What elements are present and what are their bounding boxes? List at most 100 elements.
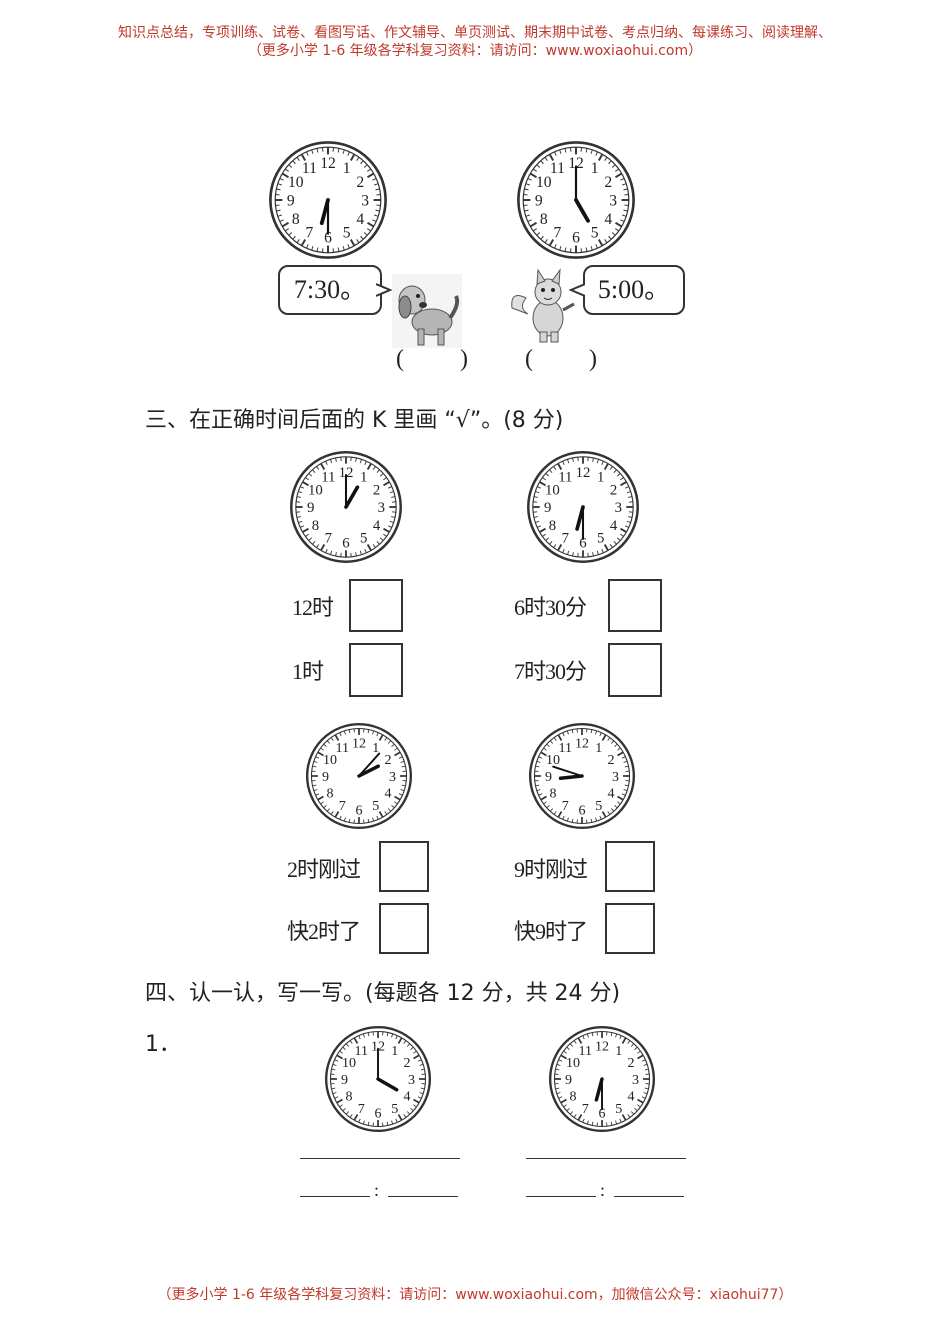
clock-tick	[533, 516, 538, 518]
clock-tick	[413, 1104, 417, 1108]
item-number-1: 1．	[145, 1032, 181, 1057]
clock-tick	[615, 1120, 618, 1125]
clock-number: 4	[610, 518, 618, 534]
clock-tick	[320, 544, 326, 551]
clock-number: 1	[597, 470, 604, 486]
clock-tick	[336, 1098, 343, 1104]
clock-tick	[619, 1035, 622, 1040]
clock-number: 10	[308, 482, 323, 498]
answer-line-right[interactable]	[526, 1158, 686, 1159]
clock-number: 10	[546, 752, 560, 768]
clock-number: 12	[320, 155, 336, 172]
clock-number: 10	[545, 482, 560, 498]
clock-tick	[362, 1120, 365, 1125]
clock-number: 9	[307, 500, 314, 516]
clock-number: 3	[408, 1072, 415, 1088]
clock-tick	[566, 1107, 570, 1112]
clock-tick	[343, 730, 346, 735]
answer-hour-right[interactable]	[526, 1196, 596, 1197]
clock-tick	[355, 552, 357, 557]
clock-tick	[569, 1111, 574, 1115]
clock-tick	[590, 818, 593, 823]
clock-tick	[577, 1114, 583, 1121]
clock-tick	[607, 811, 611, 815]
q4-option-b-checkbox[interactable]	[605, 903, 655, 954]
clock-tick	[288, 232, 293, 236]
clock-tick	[345, 1111, 350, 1115]
clock-tick	[601, 548, 604, 554]
clock-tick	[398, 756, 403, 759]
clock-tick	[315, 793, 320, 796]
answer-line-left[interactable]	[300, 1158, 460, 1159]
clock-tick	[367, 221, 375, 228]
clock-tick	[608, 160, 612, 165]
q2-option-a-checkbox[interactable]	[608, 579, 662, 632]
q3-option-a-checkbox[interactable]	[379, 841, 429, 892]
clock-tick	[609, 544, 613, 548]
clock-tick	[613, 469, 617, 473]
clock-tick	[334, 1059, 339, 1062]
clock-tick	[339, 1104, 343, 1108]
clock-number: 6	[374, 1105, 381, 1121]
clock-tick	[595, 151, 598, 156]
clock-tick	[566, 817, 569, 822]
answer-minute-left[interactable]	[388, 1196, 458, 1197]
clock-tick	[536, 789, 541, 792]
clock-tick	[348, 818, 351, 823]
clock-tick	[330, 459, 333, 464]
clock-tick	[620, 527, 627, 533]
clock-tick	[601, 734, 607, 741]
clock-tick	[601, 460, 604, 466]
answer-hour-left[interactable]	[300, 1196, 370, 1197]
clock-tick	[337, 148, 340, 153]
clock-tick	[634, 1107, 638, 1112]
clock-tick	[317, 795, 324, 801]
clock-number: 2	[610, 482, 617, 498]
clock-number: 12	[576, 465, 591, 481]
clock-number: 10	[566, 1055, 580, 1071]
clock-tick	[395, 1035, 398, 1040]
clock-tick	[615, 172, 623, 179]
clock-tick	[560, 1054, 567, 1060]
clock-tick	[604, 157, 608, 161]
clock-number: 7	[554, 225, 562, 242]
speech-bubble-cat: 5:00。	[583, 265, 685, 315]
clock-tick	[533, 496, 538, 498]
clock-tick	[299, 525, 305, 528]
clock-tick	[572, 552, 574, 557]
clock-tick	[410, 1107, 414, 1112]
clock-tick	[353, 1114, 359, 1121]
clock-tick	[311, 246, 314, 251]
clock-tick	[628, 496, 633, 498]
clock-number: 8	[549, 786, 556, 802]
clock-number: 5	[343, 225, 351, 242]
answer-minute-right[interactable]	[614, 1196, 684, 1197]
q1-option-a-checkbox[interactable]	[349, 579, 403, 632]
hour-hand	[357, 764, 380, 778]
clock-tick	[615, 168, 619, 172]
clock-number: 1	[615, 1043, 622, 1059]
clock-number: 6	[578, 802, 585, 818]
clock-tick	[637, 1098, 644, 1104]
clock-tick	[356, 157, 360, 161]
clock-tick	[339, 815, 342, 820]
q3-option-b-checkbox[interactable]	[379, 903, 429, 954]
clock-tick	[330, 737, 334, 741]
clock-tick	[620, 481, 627, 487]
clock-tick	[320, 747, 324, 751]
clock-number: 8	[549, 518, 556, 534]
q2-option-b-checkbox[interactable]	[608, 643, 662, 697]
clock-tick	[331, 1087, 336, 1090]
clock-tick	[637, 1050, 641, 1054]
q4-option-a-label: 9时刚过	[514, 857, 588, 882]
clock-tick	[592, 552, 594, 557]
section-3-title: 三、在正确时间后面的 K 里画 “√”。(8 分)	[145, 408, 564, 433]
q1-option-b-checkbox[interactable]	[349, 643, 403, 697]
clock-tick	[312, 765, 317, 768]
clock-tick	[420, 1068, 425, 1071]
q4-option-a-checkbox[interactable]	[605, 841, 655, 892]
clock-tick	[622, 214, 627, 217]
clock-number: 8	[569, 1089, 576, 1105]
